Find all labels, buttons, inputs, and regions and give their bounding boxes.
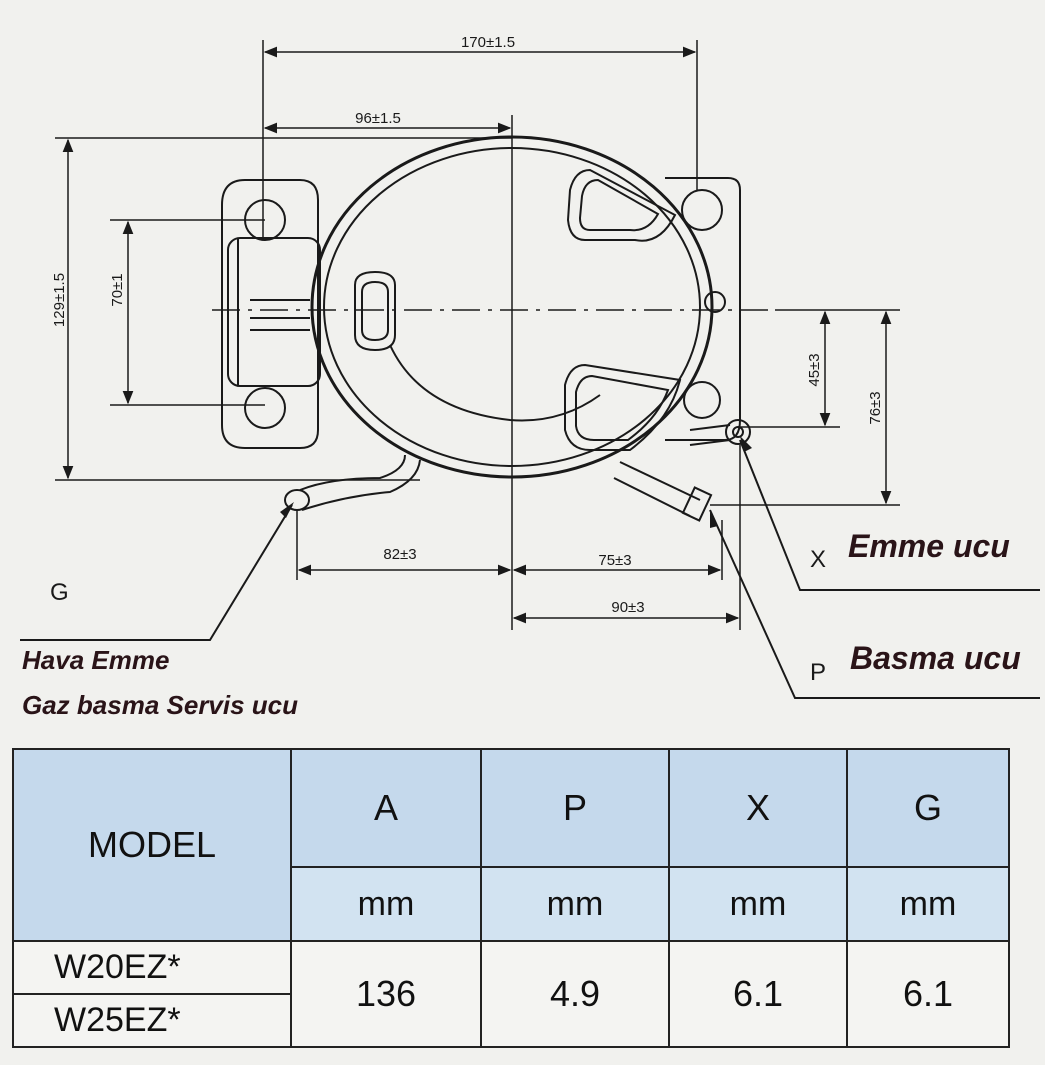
emme-ucu-label: Emme ucu: [848, 528, 1010, 564]
dim-p-offset: 75±3: [598, 552, 631, 569]
dim-x-height: 45±3: [806, 353, 823, 386]
value-p: 4.9: [480, 940, 670, 1048]
unit-p: mm: [480, 866, 670, 942]
model-w20ez: W20EZ*: [12, 940, 292, 995]
value-x: 6.1: [668, 940, 848, 1048]
center-lines: [212, 40, 775, 630]
spec-table: MODEL A P X G mm mm mm mm W20EZ* 136 4.9…: [12, 748, 1010, 1048]
dim-mount-spacing: 70±1: [109, 273, 126, 306]
letter-p: P: [810, 659, 826, 686]
dim-half-width: 96±1.5: [355, 110, 401, 127]
unit-x: mm: [668, 866, 848, 942]
col-header-a: A: [290, 748, 482, 868]
compressor-outline: [221, 135, 751, 522]
leader-lines: [20, 439, 1040, 699]
model-w25ez: W25EZ*: [12, 993, 292, 1048]
col-header-g: G: [846, 748, 1010, 868]
dim-g-offset: 82±3: [383, 546, 416, 563]
value-a: 136: [290, 940, 482, 1048]
dim-overall-width: 170±1.5: [461, 34, 515, 51]
dim-x-offset: 90±3: [611, 599, 644, 616]
col-header-x: X: [668, 748, 848, 868]
compressor-diagram: 170±1.5 96±1.5 129±1.5 70±1 45±3 76±3 82…: [20, 34, 1040, 699]
gaz-basma-servis-label: Gaz basma Servis ucu: [22, 690, 299, 720]
letter-g: G: [50, 579, 69, 606]
dim-p-height: 76±3: [867, 391, 884, 424]
unit-g: mm: [846, 866, 1010, 942]
value-g: 6.1: [846, 940, 1010, 1048]
basma-ucu-label: Basma ucu: [850, 640, 1021, 676]
dim-overall-height: 129±1.5: [51, 273, 68, 327]
dimension-arrows: [62, 46, 892, 624]
letter-x: X: [810, 546, 826, 573]
model-header: MODEL: [12, 748, 292, 942]
hava-emme-label: Hava Emme: [22, 645, 170, 675]
unit-a: mm: [290, 866, 482, 942]
extension-lines: [55, 137, 900, 630]
col-header-p: P: [480, 748, 670, 868]
